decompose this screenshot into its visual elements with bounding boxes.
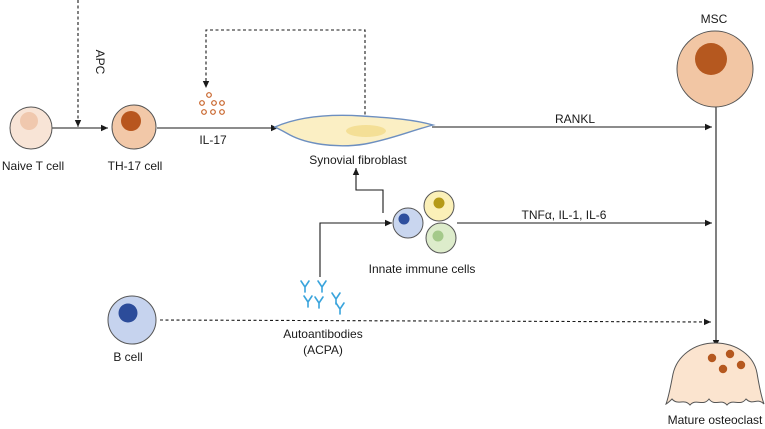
synovial-fibroblast xyxy=(273,114,436,147)
mature-osteoclast-label: Mature osteoclast xyxy=(668,413,763,427)
naive-t-cell-label: Naive T cell xyxy=(2,159,64,173)
th17-cell xyxy=(111,104,157,150)
apc-label: APC xyxy=(93,50,107,75)
b-cell xyxy=(107,295,157,345)
autoantibody-icons xyxy=(300,280,345,315)
innate-immune-cells xyxy=(392,190,457,254)
acpa-label: (ACPA) xyxy=(303,343,343,357)
msc-label: MSC xyxy=(701,12,728,26)
b-cell-label: B cell xyxy=(113,350,142,364)
autoantibodies-label: Autoantibodies xyxy=(283,327,362,341)
innate-immune-cells-label: Innate immune cells xyxy=(369,262,476,276)
synovial-fibroblast-label: Synovial fibroblast xyxy=(309,153,407,167)
mature-osteoclast xyxy=(665,342,765,406)
naive-t-cell xyxy=(9,106,53,150)
il17-cytokine-dots xyxy=(199,92,225,115)
fibroblast-feedback-dashed-arrow xyxy=(202,29,366,120)
cytokines-label: TNFα, IL-1, IL-6 xyxy=(522,208,607,222)
innate-to-fibroblast-arrow xyxy=(352,168,384,213)
antibody-to-innate-arrow xyxy=(319,219,392,277)
b-cell-dashed-arrow xyxy=(159,318,712,326)
th17-cell-label: TH-17 cell xyxy=(108,159,163,173)
rankl-label: RANKL xyxy=(555,112,595,126)
il17-label: IL-17 xyxy=(199,133,227,147)
msc-cell xyxy=(676,30,754,108)
